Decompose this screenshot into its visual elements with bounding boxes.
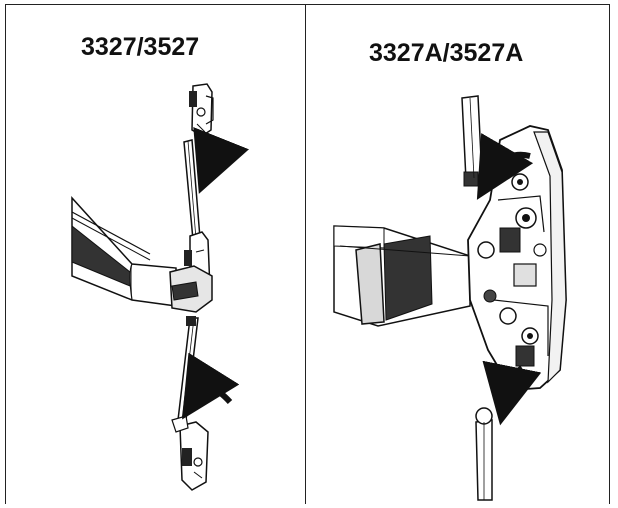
left-center-chassis: [169, 231, 213, 313]
right-panel-drawing: [333, 95, 567, 501]
right-bottom-arrow: [482, 360, 542, 426]
right-top-rod: [461, 95, 483, 187]
left-top-arrow: [193, 126, 250, 194]
right-panel-title: 3327A/3527A: [369, 39, 524, 67]
left-bottom-rod: [177, 316, 199, 421]
left-push-bar: [71, 196, 177, 307]
panel-divider: [305, 4, 306, 504]
left-top-latch: [189, 83, 214, 137]
right-push-bar: [333, 225, 471, 327]
left-top-rod: [183, 139, 201, 241]
right-top-arrow: [476, 132, 534, 200]
left-bottom-latch: [171, 415, 209, 491]
left-bottom-arrow: [182, 352, 240, 420]
diagram-frame: [5, 4, 610, 504]
right-latch-case: [467, 125, 567, 391]
left-panel-drawing: [71, 83, 250, 491]
left-panel-title: 3327/3527: [81, 33, 200, 61]
right-bottom-rod: [475, 407, 493, 501]
